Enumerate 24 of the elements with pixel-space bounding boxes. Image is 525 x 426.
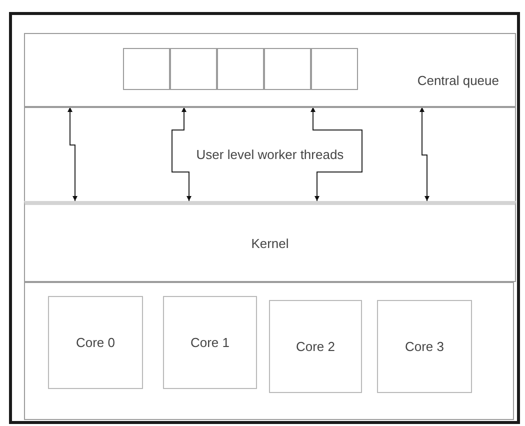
core-box [269, 300, 362, 393]
queue-band [24, 33, 516, 107]
core-label: Core 2 [296, 339, 336, 354]
double-arrow [420, 106, 430, 202]
core-label: Core 3 [404, 339, 444, 354]
kernel-band [24, 201, 516, 282]
double-arrow [68, 106, 78, 202]
core-box [48, 296, 143, 389]
core-label: Core 0 [76, 335, 116, 350]
queue-slot [264, 48, 311, 90]
double-arrow [172, 106, 192, 202]
diagram-frame [9, 12, 520, 424]
band-label: User level worker threads [196, 147, 344, 162]
queue-label: Central queue [417, 72, 499, 88]
cores-band [24, 282, 514, 420]
queue-slot [311, 48, 358, 90]
core-box [163, 296, 257, 389]
queue-slot [170, 48, 217, 90]
core-label: Core 1 [190, 335, 230, 350]
double-arrow [310, 106, 362, 202]
queue-slot [123, 48, 170, 90]
band-label: Kernel [251, 236, 289, 250]
queue-slot [217, 48, 264, 90]
core-box [377, 300, 472, 393]
